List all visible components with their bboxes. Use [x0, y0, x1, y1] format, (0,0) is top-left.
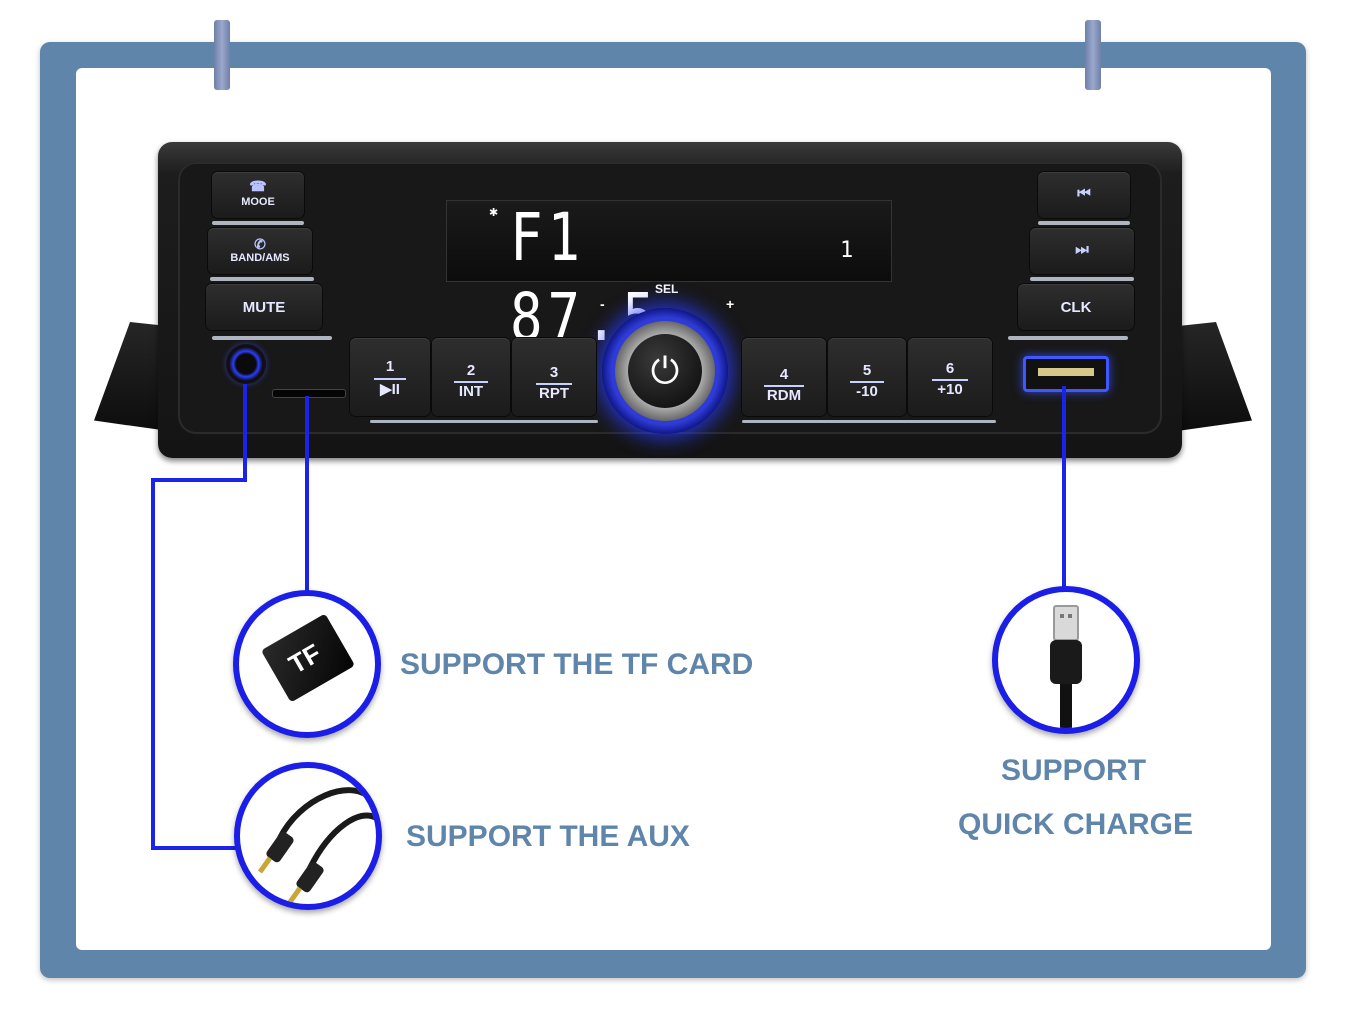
tf-card-icon: TF: [260, 613, 356, 703]
aux-jack[interactable]: [226, 344, 266, 384]
usb-cable-icon: [1050, 605, 1082, 728]
hangup-icon: ✆: [254, 236, 266, 252]
divider: [210, 277, 314, 281]
preset-number: 1: [385, 358, 395, 375]
lcd-display: [446, 200, 892, 282]
divider: [1030, 277, 1134, 281]
power-icon[interactable]: ⏻: [628, 334, 702, 408]
mode-label: MOOE: [241, 196, 275, 208]
aux-cable-badge: [234, 762, 382, 910]
usb-port[interactable]: [1023, 356, 1109, 392]
preset-number: 3: [549, 364, 559, 381]
tf-card-slot[interactable]: [272, 389, 346, 398]
aux-connector-line: [151, 846, 241, 850]
repeat-label: RPT: [536, 383, 572, 402]
previous-icon: ⏮: [1077, 185, 1091, 202]
tf-card-badge: TF: [233, 590, 381, 738]
mute-button[interactable]: MUTE: [206, 284, 322, 330]
preset-5-button[interactable]: 5 -10: [828, 338, 906, 416]
intro-label: INT: [454, 381, 488, 400]
preset-number: 2: [466, 362, 476, 379]
tf-connector-line: [305, 396, 309, 596]
preset-number: 5: [862, 362, 872, 379]
usb-connector-line: [1062, 386, 1066, 588]
divider: [742, 420, 996, 423]
random-label: RDM: [764, 385, 804, 404]
volume-up-mark: +: [726, 296, 735, 312]
skip-back-label: -10: [850, 381, 884, 400]
preset-3-button[interactable]: 3 RPT: [512, 338, 596, 416]
preset-indicator: 1: [840, 238, 854, 263]
band-label: BAND/AMS: [230, 252, 290, 264]
skip-forward-label: +10: [932, 379, 968, 398]
previous-button[interactable]: ⏮: [1038, 172, 1130, 218]
preset-number: 4: [779, 366, 789, 383]
aux-connector-line: [151, 478, 155, 850]
mode-button[interactable]: ☎ MOOE: [212, 172, 304, 218]
divider: [1008, 336, 1128, 340]
hanger-clip-left: [214, 20, 230, 90]
usb-cable-badge: [992, 586, 1140, 734]
clock-label: CLK: [1060, 299, 1092, 316]
next-button[interactable]: ⏭: [1030, 228, 1134, 274]
volume-down-mark: -: [600, 296, 605, 312]
next-icon: ⏭: [1075, 241, 1089, 258]
preset-6-button[interactable]: 6 +10: [908, 338, 992, 416]
hanger-clip-right: [1085, 20, 1101, 90]
preset-1-button[interactable]: 1 ▶II: [350, 338, 430, 416]
quick-charge-label-line2: QUICK CHARGE: [958, 808, 1194, 841]
preset-4-button[interactable]: 4 RDM: [742, 338, 826, 416]
mute-label: MUTE: [242, 299, 286, 316]
select-label: SEL: [655, 282, 679, 296]
divider: [212, 221, 304, 225]
tf-card-feature-label: SUPPORT THE TF CARD: [400, 648, 754, 681]
tf-card-text: TF: [283, 637, 327, 680]
aux-cable-icon: [257, 787, 376, 904]
aux-feature-label: SUPPORT THE AUX: [406, 820, 690, 853]
phone-icon: ☎: [249, 178, 267, 194]
quick-charge-label-line1: SUPPORT: [1001, 754, 1147, 787]
play-pause-icon: ▶II: [374, 378, 406, 398]
bluetooth-icon: ✱: [489, 207, 499, 219]
divider: [370, 420, 598, 423]
divider: [212, 336, 332, 340]
preset-2-button[interactable]: 2 INT: [432, 338, 510, 416]
aux-connector-line: [243, 384, 247, 480]
preset-number: 6: [945, 360, 955, 377]
clock-button[interactable]: CLK: [1018, 284, 1134, 330]
divider: [1038, 221, 1130, 225]
aux-connector-line: [151, 478, 247, 482]
band-ams-button[interactable]: ✆ BAND/AMS: [208, 228, 312, 274]
